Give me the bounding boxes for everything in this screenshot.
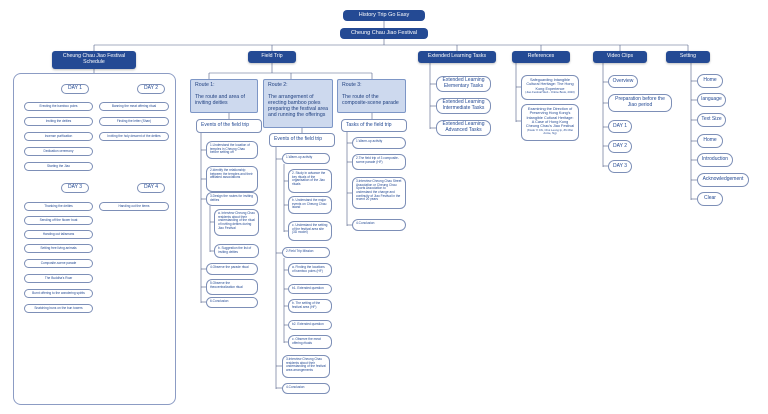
schedule-day3[interactable]: DAY 3 xyxy=(61,183,89,193)
route2-item[interactable]: 2.Field Trip Mission xyxy=(282,247,330,258)
category-extended-learning[interactable]: Extended Learning Tasks xyxy=(418,51,496,63)
route3-tasks-panel[interactable]: Tasks of the field trip xyxy=(341,119,407,132)
day3-event[interactable]: Burnt offering to the wandering spirits xyxy=(24,289,93,298)
video-day2[interactable]: DAY 2 xyxy=(608,140,632,153)
day3-event[interactable]: Setting free living animals xyxy=(24,244,93,253)
route2-title[interactable]: Route 2: The arrangement of erecting bam… xyxy=(263,79,333,128)
reference-item[interactable]: Safeguarding Intangible Cultural Heritag… xyxy=(521,75,579,100)
day1-event[interactable]: Starting the Jiao xyxy=(24,162,93,171)
route2-subitem[interactable]: c. Observe the meat offering rituals xyxy=(288,335,332,349)
route2-subitem[interactable]: b1. Extended question xyxy=(288,284,332,294)
video-day1[interactable]: DAY 1 xyxy=(608,120,632,133)
route1-item[interactable]: 6.Conclusion xyxy=(206,297,258,308)
reference-note: (Jiao Festival Web - Online Book, 2020) xyxy=(525,90,575,95)
route1-title[interactable]: Route 1: The route and area of inviting … xyxy=(190,79,258,113)
route1-item[interactable]: 1.Understand the location of temples in … xyxy=(206,141,258,159)
route3-title[interactable]: Route 3: The route of the composite-scen… xyxy=(337,79,406,113)
route2-subitem[interactable]: b. The setting of the festival area (HF) xyxy=(288,299,332,313)
route1-item[interactable]: 5.Observe the theocentralization ritual xyxy=(206,279,258,295)
route2-item[interactable]: 4.Conclusion xyxy=(282,383,330,394)
setting-language[interactable]: language xyxy=(697,93,726,107)
route3-item[interactable]: 4.Conclusion xyxy=(352,219,406,231)
category-setting[interactable]: Setting xyxy=(666,51,710,63)
extended-elementary[interactable]: Extended Learning Elementary Tasks xyxy=(436,76,491,92)
category-field-trip[interactable]: Field Trip xyxy=(248,51,296,63)
day4-event[interactable]: Handing out the items xyxy=(99,202,169,211)
route2-subitem[interactable]: c. Understand the setting of the festiva… xyxy=(288,221,332,241)
route1-subitem[interactable]: a. Interview Cheung Chau residents about… xyxy=(214,209,259,236)
day3-event[interactable]: Thanking the deities xyxy=(24,202,93,211)
day1-event[interactable]: Erecting the bamboo poles xyxy=(24,102,93,111)
route2-subitem[interactable]: 2. Study in advance the key rituals of t… xyxy=(288,169,332,193)
route1-events-panel[interactable]: Events of the field trip xyxy=(196,119,262,133)
reference-title: Examining the Direction of Preserving Ho… xyxy=(525,107,575,129)
festival-title[interactable]: Cheung Chau Jiao Festival xyxy=(340,28,428,39)
video-preparation[interactable]: Preparation before the Jiao period xyxy=(608,94,672,112)
route2-item[interactable]: 3.Interview Cheung Chau residents about … xyxy=(282,355,330,378)
setting-text-size[interactable]: Text Size xyxy=(697,113,726,127)
day3-event[interactable]: Composite-scene parade xyxy=(24,259,93,268)
day1-event[interactable]: Dedication ceremony xyxy=(24,147,93,156)
day2-event[interactable]: Finding the letter (Shan) xyxy=(99,117,169,126)
route1-item[interactable]: 2.Identify the relationship between the … xyxy=(206,166,258,192)
setting-clear[interactable]: Clear xyxy=(697,192,723,206)
day1-event[interactable]: Inviting the deities xyxy=(24,117,93,126)
extended-intermediate[interactable]: Extended Learning Intermediate Tasks xyxy=(436,98,491,114)
day3-event[interactable]: Snatching buns on the bun towers xyxy=(24,304,93,313)
category-video-clips[interactable]: Video Clips xyxy=(593,51,647,63)
route1-item[interactable]: 3.Design the routes for inviting deities xyxy=(206,192,258,206)
route2-subitem[interactable]: b. Understand the major events on Cheung… xyxy=(288,196,332,214)
category-references[interactable]: References xyxy=(512,51,570,63)
day2-event[interactable]: Banning the meat offering ritual xyxy=(99,102,169,111)
reference-item[interactable]: Examining the Direction of Preserving Ho… xyxy=(521,104,579,141)
day3-event[interactable]: The Buddha's Roar xyxy=(24,274,93,283)
route2-events-panel[interactable]: Events of the field trip xyxy=(269,133,335,147)
route3-item[interactable]: 2.The field trip of 3 composite-scene pa… xyxy=(352,154,406,170)
setting-home[interactable]: Home xyxy=(697,74,723,88)
route1-subitem[interactable]: b. Suggestion the list of inviting deiti… xyxy=(214,244,259,258)
day3-event[interactable]: Handing out talismans xyxy=(24,230,93,239)
route3-item[interactable]: 3.Interview Cheung Chau Street Associati… xyxy=(352,177,406,209)
day1-event[interactable]: Incense purification xyxy=(24,132,93,141)
route2-item[interactable]: 1.Warm-up activity xyxy=(282,153,330,164)
app-title[interactable]: History Trip Go Easy xyxy=(343,10,425,21)
schedule-day1[interactable]: DAY 1 xyxy=(61,84,89,94)
reference-title: Safeguarding Intangible Cultural Heritag… xyxy=(526,78,574,91)
reference-note: (Kwok Yi Chi, Chui Leung Ip, Zhi Wei Ann… xyxy=(527,127,573,135)
day2-event[interactable]: Inviting the holy descent of the deities xyxy=(99,132,169,141)
schedule-day4[interactable]: DAY 4 xyxy=(137,183,165,193)
video-overview[interactable]: Overview xyxy=(608,75,638,88)
route1-item[interactable]: 4.Observe the parade ritual xyxy=(206,263,258,275)
video-day3[interactable]: DAY 3 xyxy=(608,160,632,173)
day3-event[interactable]: Sending off the flower boat xyxy=(24,216,93,225)
setting-introduction[interactable]: Introduction xyxy=(697,153,733,167)
schedule-frame xyxy=(13,73,176,405)
schedule-day2[interactable]: DAY 2 xyxy=(137,84,165,94)
extended-advanced[interactable]: Extended Learning Advanced Tasks xyxy=(436,120,491,136)
setting-acknowledgement[interactable]: Acknowledgement xyxy=(697,173,749,187)
route2-subitem[interactable]: a. Finding the locations of bamboo poles… xyxy=(288,263,332,277)
setting-home[interactable]: Home xyxy=(697,134,723,148)
route3-item[interactable]: 1.Warm-up activity xyxy=(352,137,406,149)
category-schedule[interactable]: Cheung Chau Jiao Festival Schedule xyxy=(52,51,136,69)
route2-subitem[interactable]: b2. Extended question xyxy=(288,320,332,330)
